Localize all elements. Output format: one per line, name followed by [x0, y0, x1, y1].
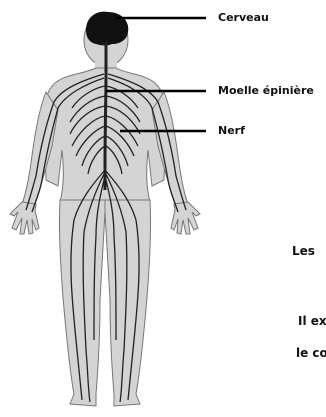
- spinal-cord: [105, 42, 106, 190]
- left-hand: [10, 202, 39, 234]
- left-leg: [59, 200, 105, 406]
- right-leg: [105, 200, 151, 406]
- label-spinal-cord: Moelle épinière: [218, 84, 314, 97]
- clipped-text-line-1: Les: [292, 244, 315, 258]
- clipped-text-line-2: Il ex: [298, 314, 326, 328]
- brain: [86, 12, 128, 46]
- clipped-text-line-3: le co: [296, 346, 326, 360]
- label-brain: Cerveau: [218, 11, 269, 24]
- label-nerve: Nerf: [218, 124, 245, 137]
